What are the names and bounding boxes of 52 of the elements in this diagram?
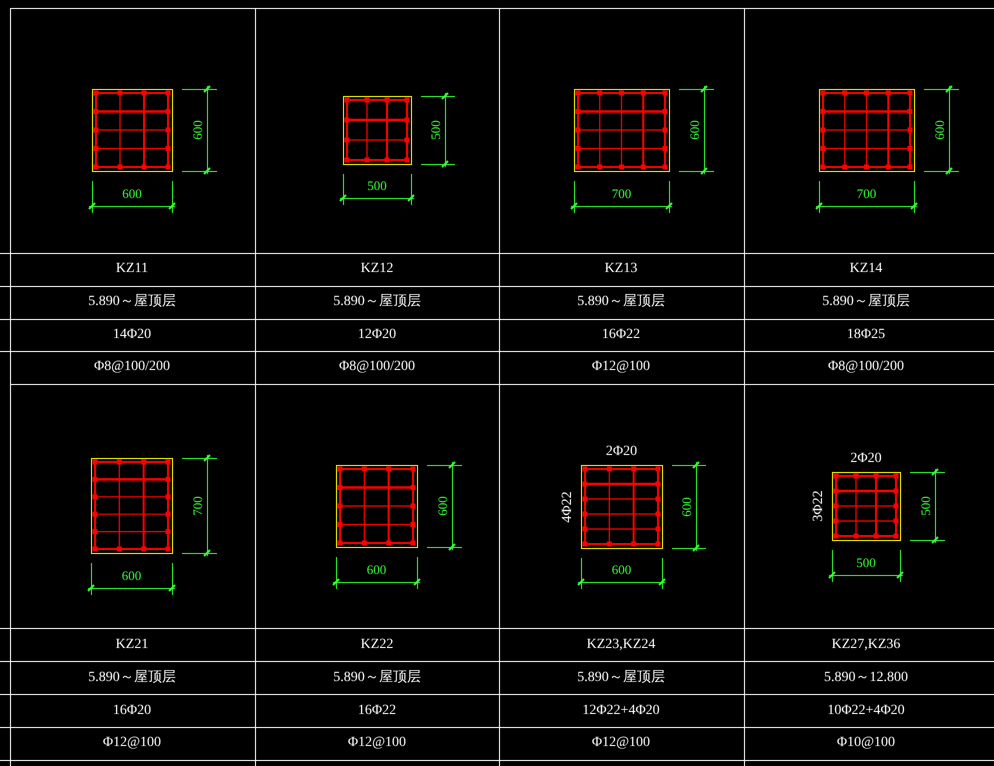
- dimension-label: 500: [918, 496, 934, 516]
- column-label: KZ13: [604, 261, 638, 277]
- column-label: KZ11: [116, 261, 148, 277]
- dimension-label: 700: [856, 186, 876, 202]
- dimension-label: 700: [190, 496, 206, 516]
- rebar-annotation: 4Φ22: [560, 490, 576, 522]
- longitudinal-rebar: 10Φ22+4Φ20: [827, 703, 905, 719]
- dimension-label: 500: [428, 120, 444, 140]
- dimension-label: 500: [367, 178, 387, 194]
- dimension-label: 700: [612, 186, 632, 202]
- stirrup-spec: Φ12@100: [592, 735, 650, 751]
- dimension-label: 600: [122, 568, 142, 584]
- dimension-label: 600: [932, 120, 948, 140]
- rebar-annotation: 3Φ22: [811, 490, 827, 522]
- stirrup-spec: Φ12@100: [592, 359, 650, 375]
- dimension-label: 600: [435, 496, 451, 516]
- elevation-range: 5.890～屋顶层: [333, 294, 421, 310]
- elevation-range: 5.890～12.800: [824, 670, 908, 686]
- dimension-label: 600: [679, 496, 695, 516]
- elevation-range: 5.890～屋顶层: [88, 294, 176, 310]
- column-label: KZ21: [116, 637, 148, 653]
- stirrup-spec: Φ8@100/200: [339, 359, 415, 375]
- stirrup-spec: Φ8@100/200: [828, 359, 904, 375]
- dimension-label: 600: [612, 562, 632, 578]
- longitudinal-rebar: 12Φ20: [358, 327, 396, 343]
- dimension-label: 600: [122, 186, 142, 202]
- column-label: KZ23,KZ24: [586, 637, 656, 653]
- longitudinal-rebar: 14Φ20: [112, 327, 152, 343]
- column-label: KZ22: [360, 637, 394, 653]
- elevation-range: 5.890～屋顶层: [88, 670, 176, 686]
- stirrup-spec: Φ12@100: [348, 735, 406, 751]
- elevation-range: 5.890～屋顶层: [577, 670, 665, 686]
- dimension-label: 600: [366, 562, 386, 578]
- column-label: KZ14: [850, 261, 882, 277]
- longitudinal-rebar: 16Φ22: [358, 703, 396, 719]
- stirrup-spec: Φ8@100/200: [94, 359, 170, 375]
- column-label: KZ27,KZ36: [832, 637, 900, 653]
- elevation-range: 5.890～屋顶层: [822, 294, 910, 310]
- rebar-annotation: 2Φ20: [850, 451, 882, 467]
- elevation-range: 5.890～屋顶层: [333, 670, 421, 686]
- longitudinal-rebar: 18Φ25: [846, 327, 886, 343]
- longitudinal-rebar: 12Φ22+4Φ20: [582, 703, 660, 719]
- longitudinal-rebar: 16Φ22: [602, 327, 640, 343]
- stirrup-spec: Φ10@100: [836, 735, 896, 751]
- dimension-label: 500: [856, 555, 876, 571]
- longitudinal-rebar: 16Φ20: [112, 703, 152, 719]
- rebar-annotation: 2Φ20: [606, 444, 638, 460]
- column-label: KZ12: [360, 261, 394, 277]
- elevation-range: 5.890～屋顶层: [577, 294, 665, 310]
- dimension-label: 600: [687, 120, 703, 140]
- stirrup-spec: Φ12@100: [102, 735, 162, 751]
- dimension-label: 600: [190, 120, 206, 140]
